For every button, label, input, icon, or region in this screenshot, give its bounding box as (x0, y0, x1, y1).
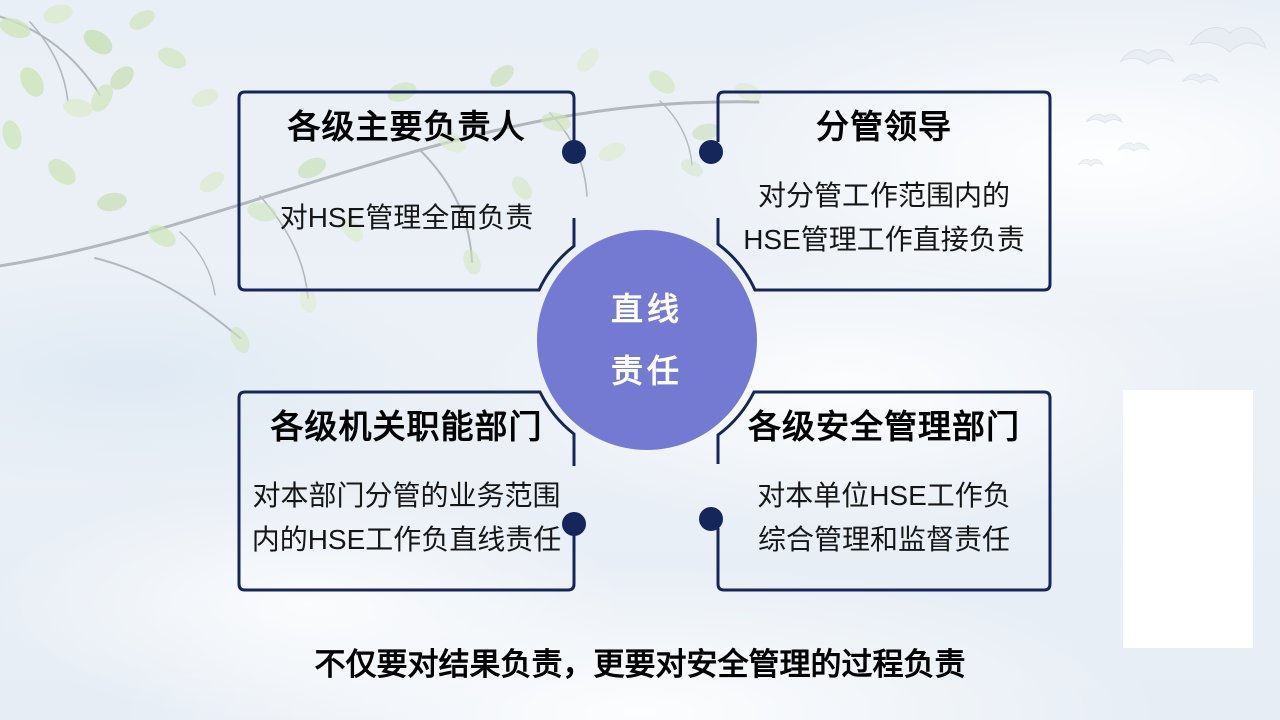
box-bottom-left: 各级机关职能部门 对本部门分管的业务范围 内的HSE工作负直线责任 (239, 392, 574, 590)
body-line: 对分管工作范围内的 (757, 180, 1010, 211)
body-line: 对HSE管理全面负责 (279, 202, 534, 233)
connector-dots (562, 140, 723, 536)
connector-dot-top-left (562, 140, 586, 164)
center-circle (537, 230, 757, 450)
box-bottom-right: 各级安全管理部门 对本单位HSE工作负 综合管理和监督责任 (718, 392, 1050, 590)
body-line: 综合管理和监督责任 (757, 524, 1010, 555)
doves-icon (1077, 26, 1267, 167)
box-body: 对HSE管理全面负责 (280, 196, 534, 240)
circle-label-line: 责任 (610, 353, 683, 389)
white-panel (1123, 390, 1253, 648)
box-body: 对本部门分管的业务范围 内的HSE工作负直线责任 (252, 474, 562, 562)
body-line: 内的HSE工作负直线责任 (251, 524, 562, 555)
box-outlines (237, 90, 1052, 592)
box-outline-top-left (237, 90, 576, 292)
box-body: 对本单位HSE工作负 综合管理和监督责任 (757, 474, 1011, 562)
body-line: 对本部门分管的业务范围 (252, 480, 561, 511)
box-top-left: 各级主要负责人 对HSE管理全面负责 (239, 92, 574, 290)
center-circle-label: 直线 责任 (537, 230, 757, 450)
box-outline-bottom-right (716, 390, 1052, 592)
box-title: 各级安全管理部门 (748, 408, 1020, 445)
leaves-icon (0, 4, 762, 354)
connector-dot-top-right (699, 140, 723, 164)
body-line: HSE管理工作直接负责 (743, 224, 1025, 255)
box-outline-bottom-left (237, 390, 576, 592)
box-outline-top-right (716, 90, 1052, 292)
box-title: 各级主要负责人 (287, 108, 526, 145)
box-top-right: 分管领导 对分管工作范围内的 HSE管理工作直接负责 (718, 92, 1050, 290)
box-title: 分管领导 (816, 108, 952, 145)
box-title: 各级机关职能部门 (270, 408, 543, 445)
box-body: 对分管工作范围内的 HSE管理工作直接负责 (743, 174, 1025, 262)
slide-caption: 不仅要对结果负责，更要对安全管理的过程负责 (314, 647, 966, 682)
connector-dot-bottom-right (699, 507, 723, 531)
circle-label-line: 直线 (610, 291, 683, 327)
body-line: 对本单位HSE工作负 (757, 480, 1011, 511)
connector-dot-bottom-left (562, 512, 586, 536)
